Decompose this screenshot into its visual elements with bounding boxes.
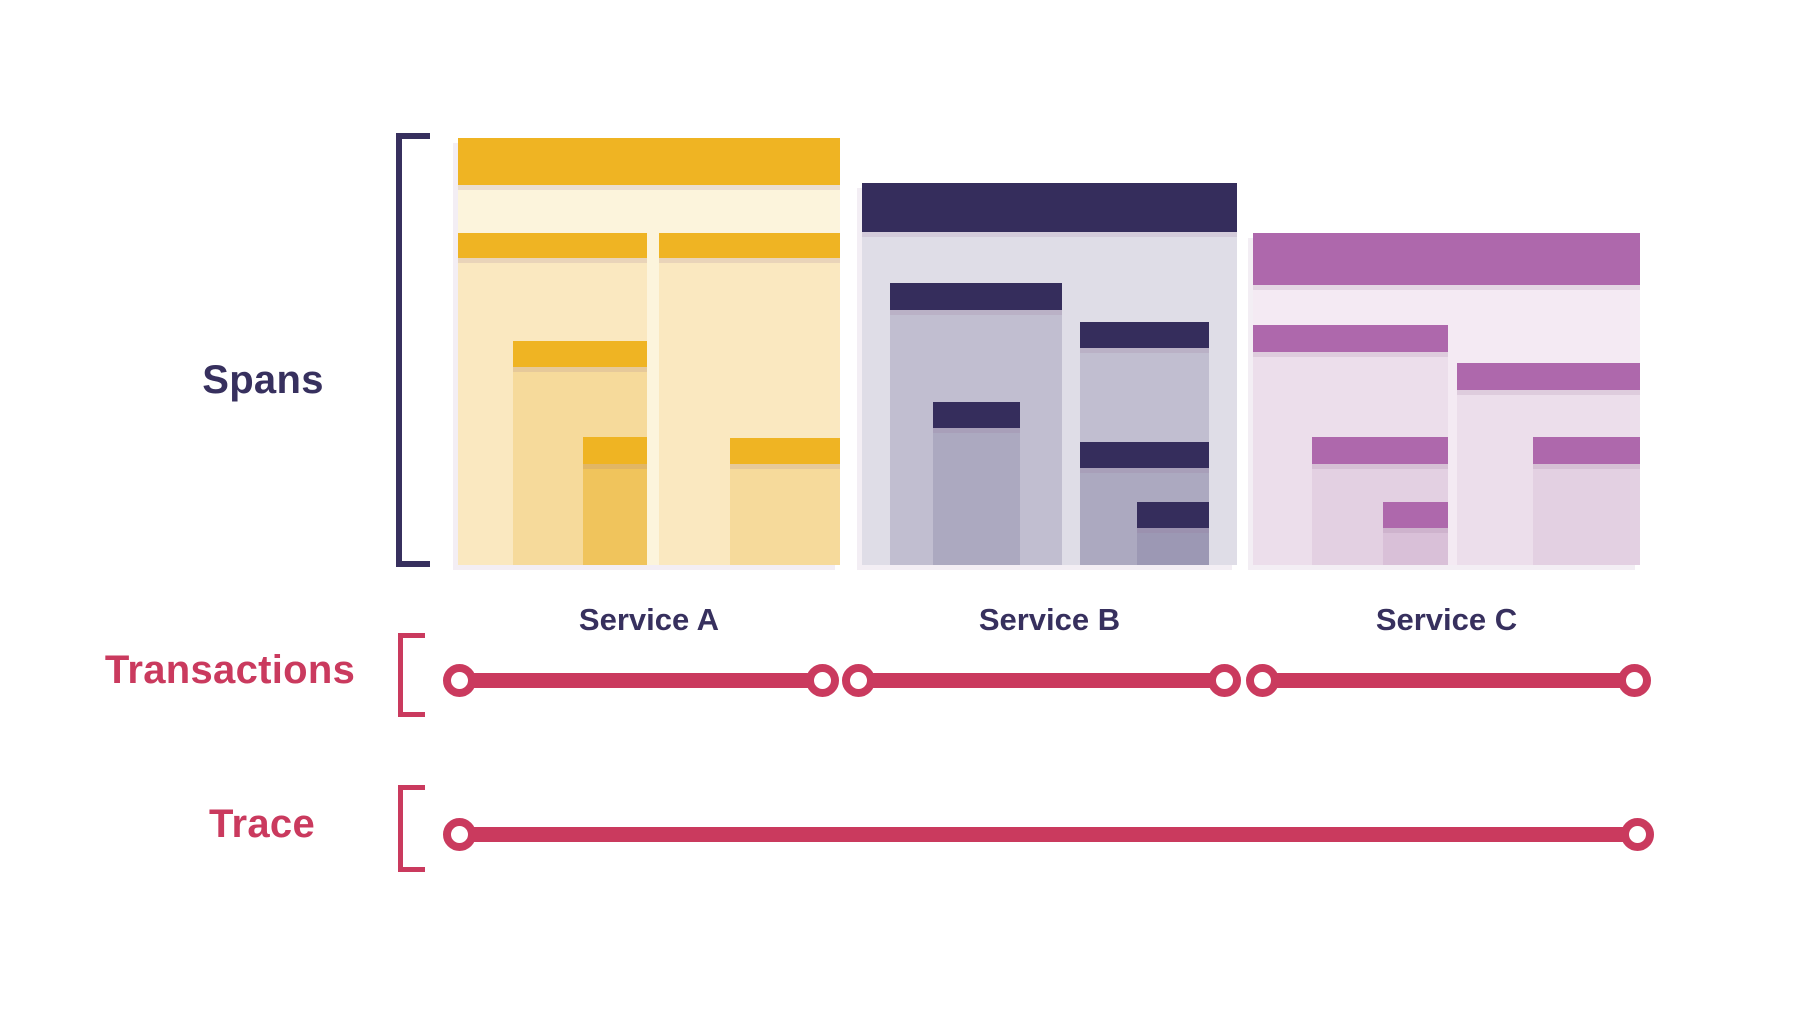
transaction-endpoint-end (1618, 664, 1651, 697)
span-header (583, 437, 647, 464)
span-block (933, 402, 1020, 565)
span-header (513, 341, 647, 367)
transactions-bracket (398, 633, 425, 717)
span-header (1312, 437, 1448, 464)
trace-endpoint-start (443, 818, 476, 851)
span-block (1137, 502, 1209, 565)
span-header (862, 183, 1237, 232)
transactions-label: Transactions (104, 648, 356, 692)
span-header (1253, 233, 1640, 285)
span-block (1383, 502, 1448, 565)
trace-endpoint-end (1621, 818, 1654, 851)
span-header (1533, 437, 1640, 464)
span-block (583, 437, 647, 565)
span-header (933, 402, 1020, 428)
span-header (1080, 442, 1209, 468)
span-block (730, 438, 840, 565)
span-header (890, 283, 1062, 310)
transaction-line (1262, 673, 1634, 688)
transaction-endpoint-start (1246, 664, 1279, 697)
span-header (458, 233, 647, 258)
trace-line (459, 827, 1637, 842)
service-label: Service A (578, 602, 720, 637)
transaction-endpoint-start (842, 664, 875, 697)
transaction-endpoint-end (806, 664, 839, 697)
span-block (1533, 437, 1640, 565)
span-header (1080, 322, 1209, 348)
spans-label: Spans (202, 358, 324, 402)
service-label: Service B (978, 602, 1121, 637)
trace-bracket (398, 785, 425, 872)
spans-bracket (396, 133, 430, 567)
span-header (458, 138, 840, 185)
service-label: Service C (1375, 602, 1518, 637)
span-header (730, 438, 840, 464)
transaction-line (858, 673, 1224, 688)
trace-label: Trace (208, 802, 316, 846)
span-header (1137, 502, 1209, 528)
span-header (1457, 363, 1640, 390)
span-header (659, 233, 840, 258)
span-header (1253, 325, 1448, 352)
span-header (1383, 502, 1448, 528)
transaction-endpoint-start (443, 664, 476, 697)
transaction-line (459, 673, 822, 688)
transaction-endpoint-end (1208, 664, 1241, 697)
